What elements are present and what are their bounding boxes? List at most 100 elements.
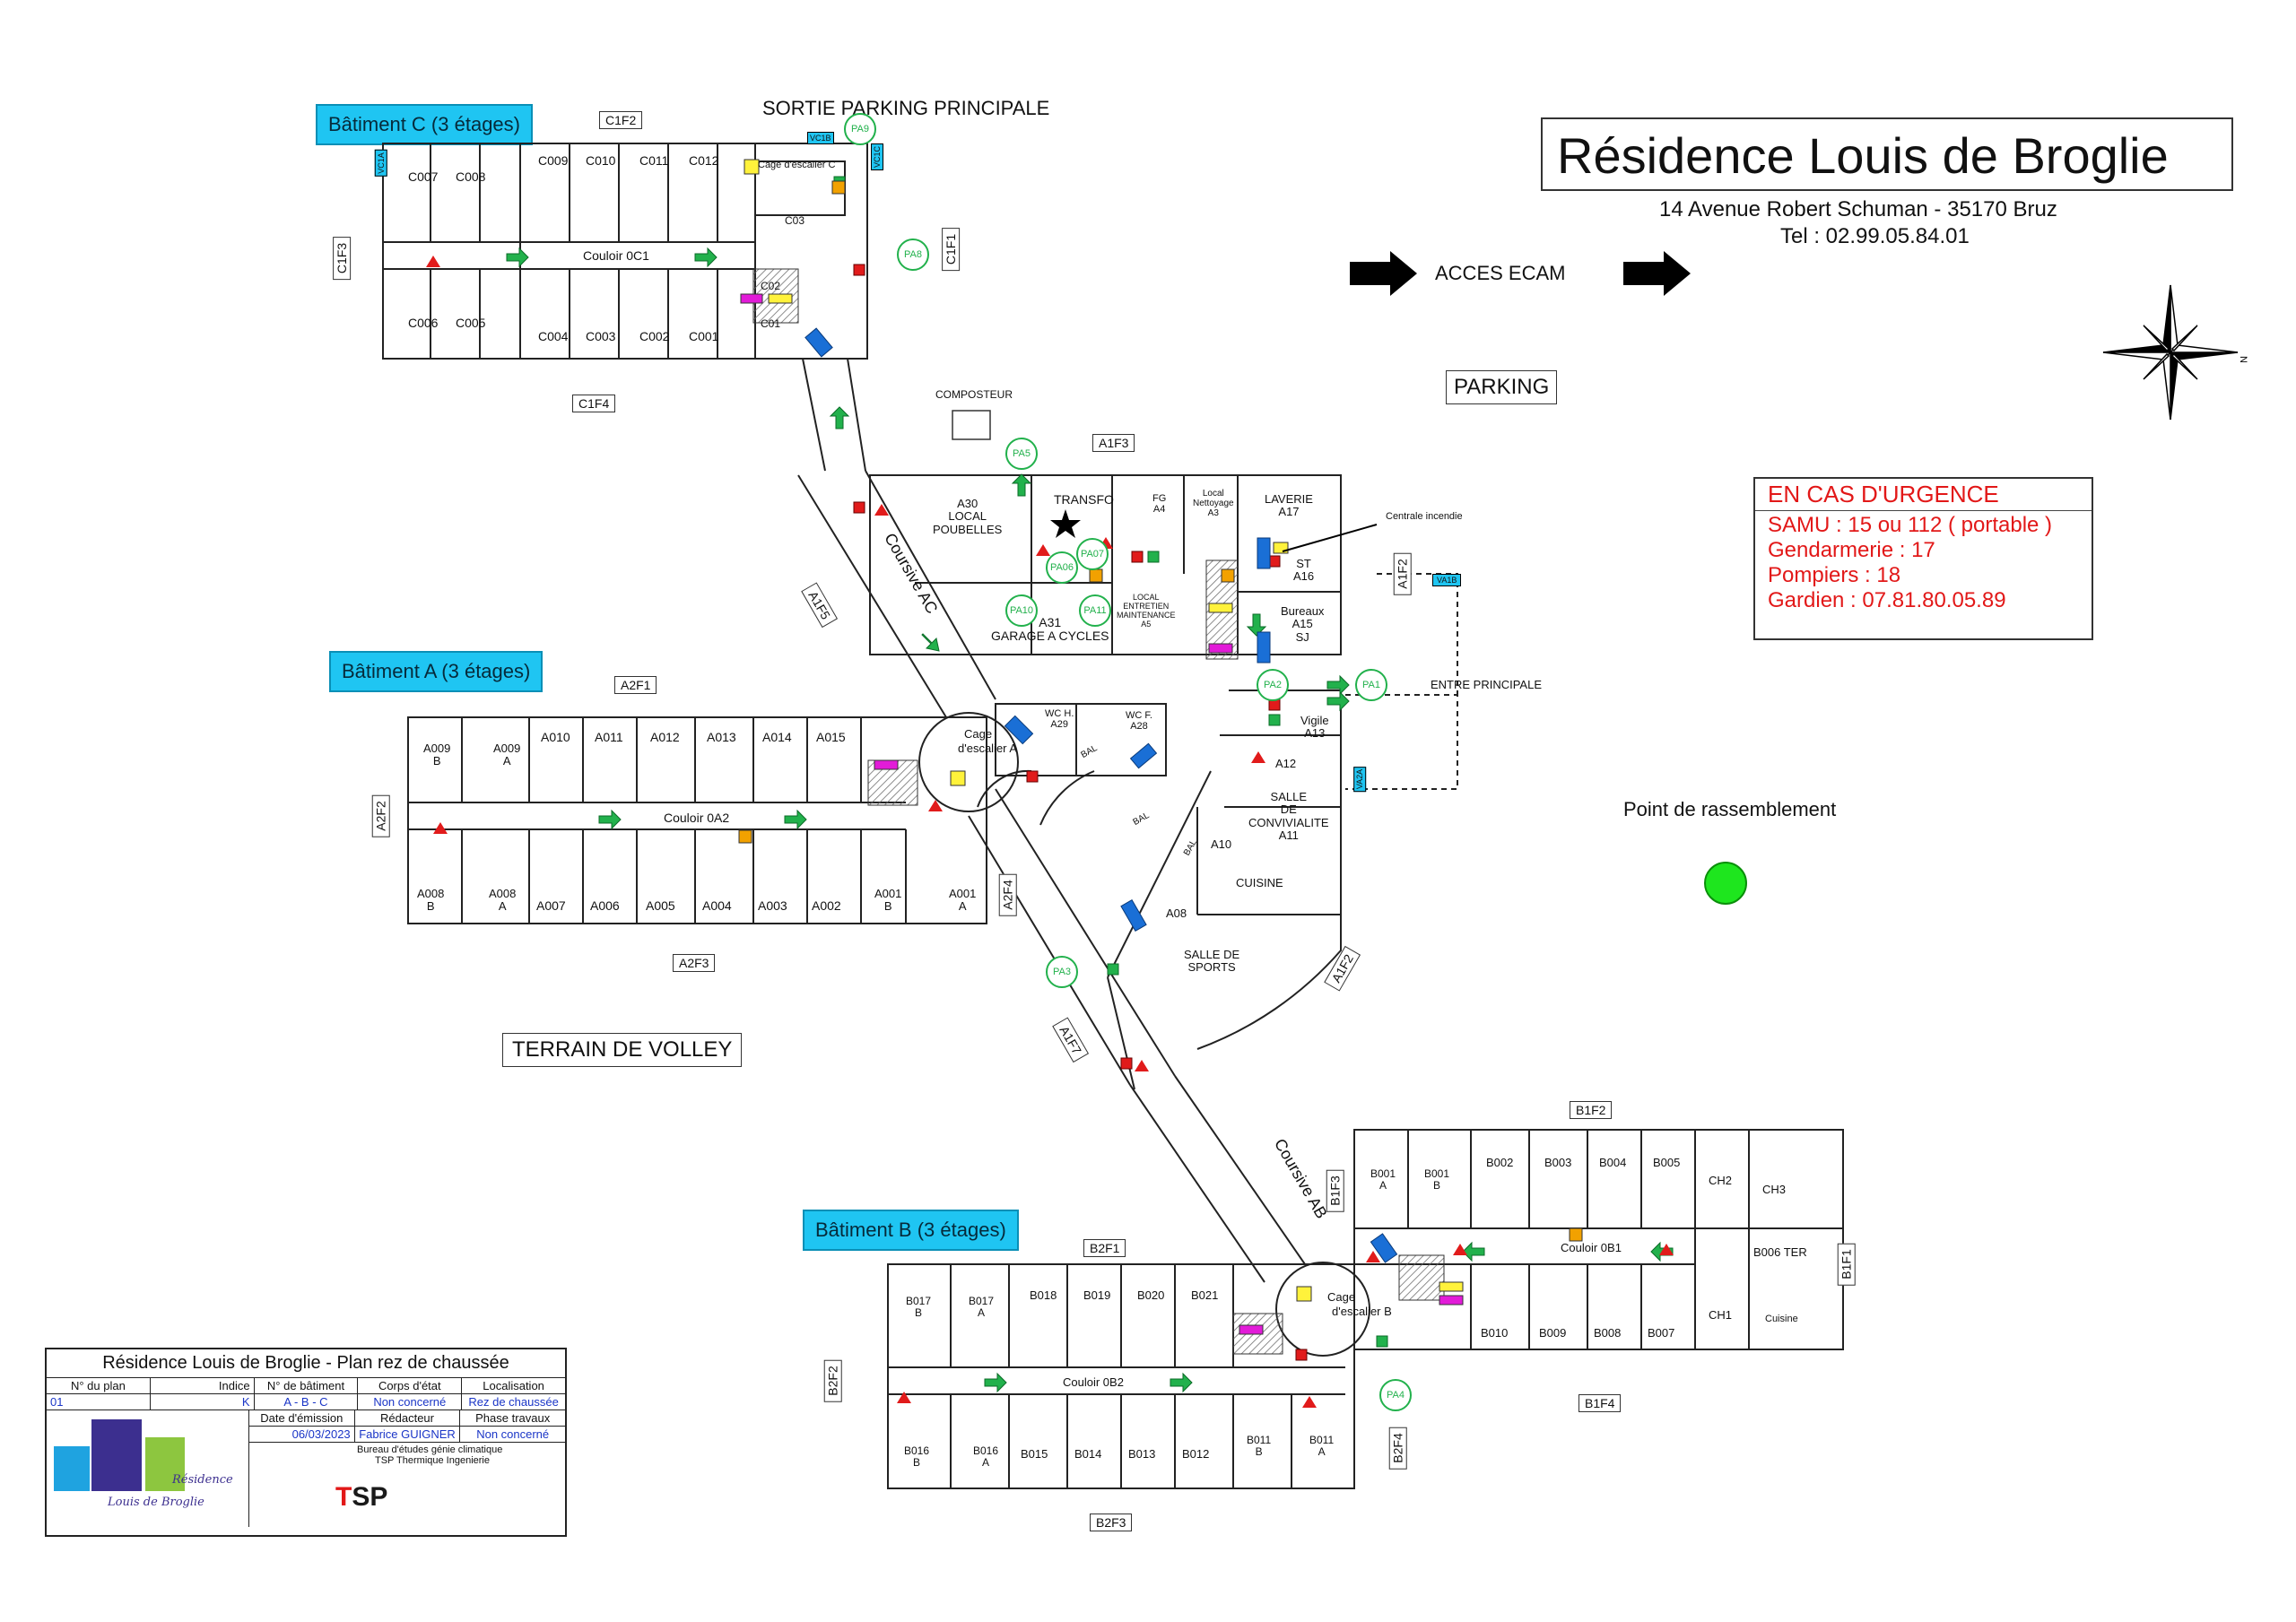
room-a-A014: A014 bbox=[762, 730, 792, 744]
phone: Tel : 02.99.05.84.01 bbox=[1780, 224, 1970, 248]
emergency-title: EN CAS D'URGENCE bbox=[1755, 479, 2092, 511]
room-salle-convivialite: SALLE DE CONVIVIALITE A11 bbox=[1248, 790, 1329, 842]
tb-tsp-text: TSP Thermique Ingenierie bbox=[375, 1455, 490, 1466]
room-c-C012: C012 bbox=[689, 153, 719, 168]
emergency-samu: SAMU : 15 ou 112 ( portable ) bbox=[1768, 513, 2053, 537]
stair-b-label-2: d'escalier B bbox=[1332, 1305, 1392, 1318]
room-b-B007: B007 bbox=[1648, 1326, 1675, 1340]
room-b-B015: B015 bbox=[1021, 1447, 1048, 1461]
room-a-A002: A002 bbox=[812, 898, 841, 913]
room-b-B008: B008 bbox=[1594, 1326, 1622, 1340]
vc1c-text: VC1C bbox=[873, 145, 883, 169]
room-a-A013: A013 bbox=[707, 730, 736, 744]
assembly-marker-pa9: PA9 bbox=[844, 113, 876, 145]
facade-b1f2: B1F2 bbox=[1570, 1101, 1613, 1119]
tb-header-date: Date d'émission bbox=[249, 1410, 355, 1426]
address: 14 Avenue Robert Schuman - 35170 Bruz bbox=[1659, 197, 2057, 221]
room-st: ST A16 bbox=[1293, 557, 1315, 584]
vc1b-text: VC1B bbox=[810, 134, 831, 143]
tb-value-indice: K bbox=[151, 1394, 255, 1409]
room-a-A004: A004 bbox=[702, 898, 732, 913]
room-b001-b: B001 B bbox=[1424, 1167, 1450, 1193]
assembly-marker-pa8: PA8 bbox=[897, 239, 929, 271]
facade-b2f1: B2F1 bbox=[1083, 1239, 1126, 1257]
room-c-C004: C004 bbox=[538, 329, 569, 343]
room-laverie: LAVERIE A17 bbox=[1265, 492, 1313, 519]
room-c03: C03 bbox=[785, 214, 805, 227]
room-a008b: A008 B bbox=[417, 887, 445, 914]
compass-rose-icon: N bbox=[2102, 284, 2248, 421]
room-transfo: TRANSFO bbox=[1054, 492, 1114, 507]
stair-a-label-2: d'escalier A bbox=[958, 742, 1018, 755]
room-a-A015: A015 bbox=[816, 730, 846, 744]
building-a-outline bbox=[407, 716, 987, 924]
corridor-b2: Couloir 0B2 bbox=[1063, 1375, 1124, 1389]
facade-a1f3: A1F3 bbox=[1092, 434, 1135, 452]
room-a001a: A001 A bbox=[949, 887, 977, 914]
facade-b2f3: B2F3 bbox=[1090, 1514, 1133, 1531]
room-b-B014: B014 bbox=[1074, 1447, 1102, 1461]
stair-b-outline bbox=[1275, 1262, 1370, 1357]
facade-a2f3: A2F3 bbox=[673, 954, 716, 972]
exit-arrow-icon bbox=[829, 406, 850, 429]
room-cuisine: CUISINE bbox=[1236, 876, 1283, 889]
room-c-C005: C005 bbox=[456, 316, 486, 330]
exit-arrow-icon bbox=[921, 633, 940, 652]
tb-value-phase: Non concerné bbox=[476, 1427, 550, 1441]
room-c-C010: C010 bbox=[586, 153, 616, 168]
corridor-c: Couloir 0C1 bbox=[583, 248, 649, 263]
room-b016a: B016 A bbox=[973, 1444, 999, 1470]
tb-header-localisation: Localisation bbox=[483, 1379, 544, 1392]
facade-c1f3: C1F3 bbox=[333, 236, 352, 281]
exit-arrow-icon bbox=[1462, 1241, 1485, 1262]
parking-text: PARKING bbox=[1454, 375, 1550, 399]
stair-a-outline bbox=[918, 712, 1019, 812]
assembly-marker-pa2: PA2 bbox=[1257, 669, 1289, 701]
room-b-B002: B002 bbox=[1486, 1156, 1514, 1169]
room-a009b: A009 B bbox=[423, 742, 451, 768]
room-a-A012: A012 bbox=[650, 730, 680, 744]
room-c-C001: C001 bbox=[689, 329, 719, 343]
page-title: Résidence Louis de Broglie bbox=[1557, 127, 2169, 184]
tb-value-redacteur: Fabrice GUIGNER bbox=[355, 1427, 461, 1442]
room-vigile: Vigile A13 bbox=[1300, 714, 1329, 741]
room-ch2: CH2 bbox=[1709, 1174, 1733, 1187]
building-a-tag: Bâtiment A (3 étages) bbox=[329, 651, 544, 692]
room-b-cuisine: Cuisine bbox=[1765, 1314, 1798, 1324]
room-b-B003: B003 bbox=[1544, 1156, 1572, 1169]
acces-ecam-label: ACCES ECAM bbox=[1435, 262, 1566, 284]
point-rassemblement-label: Point de rassemblement bbox=[1623, 798, 1837, 820]
room-b006: B006 TER bbox=[1753, 1245, 1807, 1259]
building-b1-outline bbox=[1353, 1129, 1844, 1350]
room-salle-sports: SALLE DE SPORTS bbox=[1184, 948, 1240, 975]
room-b017b: B017 B bbox=[906, 1295, 932, 1320]
title-block-heading: Résidence Louis de Broglie - Plan rez de… bbox=[102, 1353, 509, 1373]
transfo-icon bbox=[1050, 509, 1081, 538]
title-block-header-row-2: Date d'émission Rédacteur Phase travaux bbox=[249, 1409, 565, 1426]
room-b-B005: B005 bbox=[1653, 1156, 1681, 1169]
room-c-C007: C007 bbox=[408, 169, 439, 184]
composteur-label: COMPOSTEUR bbox=[935, 388, 1013, 401]
va1b-tag: VA1B bbox=[1432, 574, 1462, 586]
exit-arrow-icon bbox=[694, 247, 718, 268]
room-b-B012: B012 bbox=[1182, 1447, 1210, 1461]
title-block: Résidence Louis de Broglie - Plan rez de… bbox=[45, 1348, 567, 1537]
room-a10: A10 bbox=[1211, 837, 1232, 851]
terrain-volley-label: TERRAIN DE VOLLEY bbox=[502, 1033, 743, 1067]
facade-a2f4: A2F4 bbox=[998, 873, 1017, 916]
tb-header-plan: N° du plan bbox=[47, 1378, 151, 1393]
stair-a-label-1: Cage bbox=[964, 727, 993, 741]
tb-logo-text-1: Résidence bbox=[172, 1473, 233, 1487]
vc1a-text: VC1A bbox=[376, 152, 386, 174]
building-b-tag: Bâtiment B (3 étages) bbox=[803, 1210, 1019, 1251]
room-a31: A31 GARAGE A CYCLES bbox=[991, 615, 1109, 644]
tb-value-batiment: A - B - C bbox=[255, 1394, 359, 1409]
room-ch1: CH1 bbox=[1709, 1308, 1733, 1322]
room-b011a: B011 A bbox=[1309, 1434, 1335, 1459]
tb-logo: Résidence Louis de Broglie bbox=[47, 1409, 249, 1527]
facade-b1f4: B1F4 bbox=[1578, 1394, 1622, 1412]
emergency-pompiers: Pompiers : 18 bbox=[1768, 563, 1901, 587]
assembly-marker-pa5: PA5 bbox=[1005, 438, 1038, 470]
room-c-C006: C006 bbox=[408, 316, 439, 330]
room-b017a: B017 A bbox=[969, 1295, 995, 1320]
